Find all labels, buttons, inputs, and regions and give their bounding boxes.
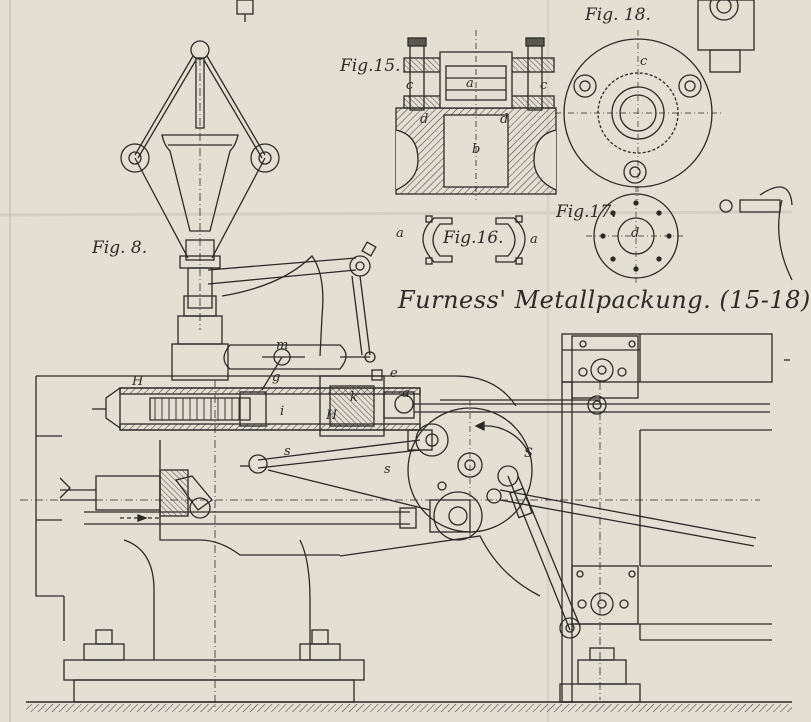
part-letter-k: k (350, 390, 358, 405)
fig16-drawing (422, 215, 526, 265)
part-letter-s1: s (384, 462, 391, 477)
pulley-drawing (59, 469, 213, 519)
right-machine-drawing (559, 333, 790, 703)
fig15-label: Fig.15. (340, 56, 401, 76)
governor-drawing (120, 40, 280, 381)
part-letter-a: a (466, 76, 474, 91)
part-letter-a: a (530, 232, 538, 247)
part-letter-a: a (396, 226, 404, 241)
part-letter-c: c (540, 78, 548, 93)
fig17-drawing (586, 186, 686, 286)
part-letter-m: m (276, 338, 289, 353)
part-letter-d: d (500, 112, 509, 127)
part-letter-c: c (406, 78, 414, 93)
fig18-drawing (555, 30, 722, 200)
part-letter-S: S (524, 446, 533, 461)
fig8-label: Fig. 8. (92, 238, 148, 258)
part-letter-s: s (284, 444, 291, 459)
fig17-label: Fig.17. (556, 202, 617, 222)
eccentric-drawing (407, 400, 533, 541)
part-letter-b: b (472, 142, 481, 157)
part-letter-d: d (420, 112, 429, 127)
connecting-rods (84, 399, 757, 639)
fig16-label: Fig.16. (443, 228, 504, 248)
part-letter-a: a (402, 386, 410, 401)
part-letter-e: e (390, 366, 398, 381)
part-letter-H: H (326, 408, 338, 423)
lever-drawing (207, 241, 377, 391)
drawing-lines (0, 0, 793, 722)
part-letter-i: i (280, 404, 285, 419)
part-letter-c: c (640, 54, 648, 69)
part-letter-H: H (132, 374, 144, 389)
fig18-label: Fig. 18. (585, 5, 651, 25)
cylinder-drawing (92, 369, 770, 437)
fig15-drawing (395, 30, 557, 200)
part-letter-g: g (272, 370, 281, 385)
part-letter-d: d (631, 226, 640, 241)
top-right-fragment (697, 0, 793, 281)
plate-title: Furness' Metallpackung. (15-18) (398, 286, 811, 314)
